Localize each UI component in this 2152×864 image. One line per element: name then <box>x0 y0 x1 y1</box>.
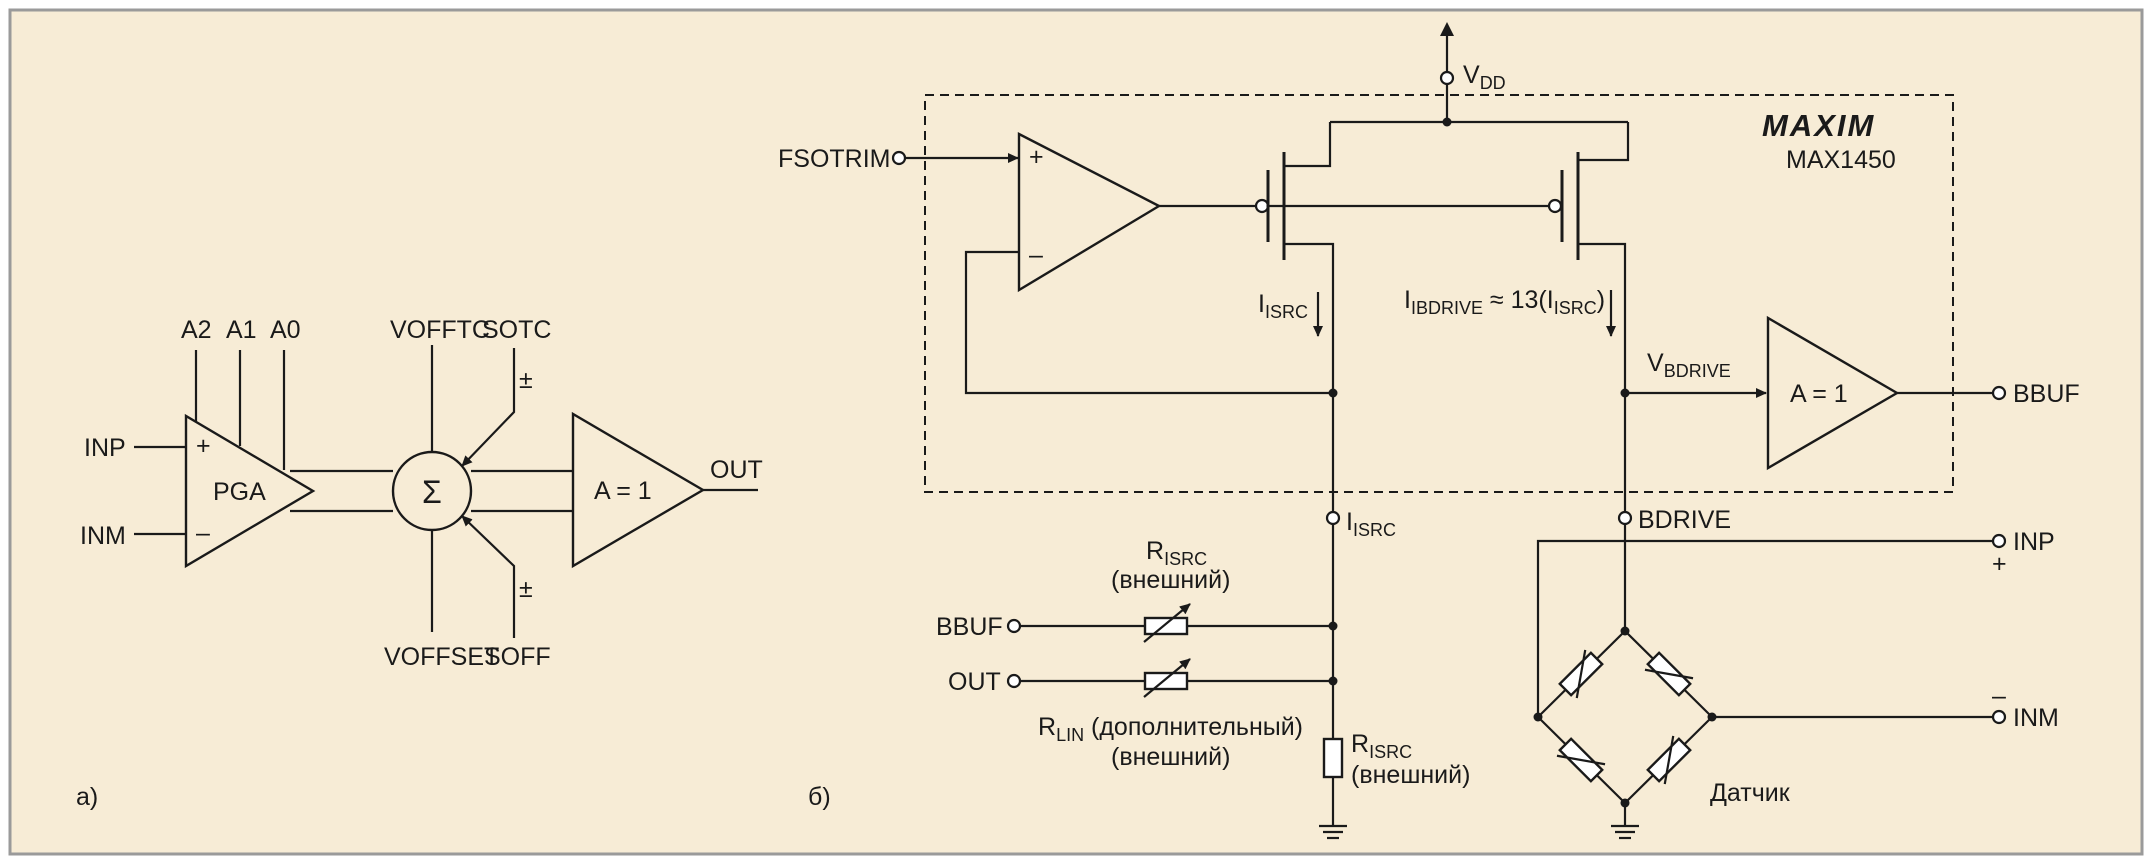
pga-label: PGA <box>213 478 266 506</box>
pmos2-drain <box>1578 242 1627 393</box>
sotc-pm-sign: ± <box>519 366 533 394</box>
bbuf-in-node <box>1328 621 1338 631</box>
bbuf-out-terminal <box>1991 385 2007 401</box>
rlin-trim-arrow <box>1143 658 1191 698</box>
voffset-label: VOFFSET <box>384 643 499 671</box>
a1-label: A1 <box>226 316 257 344</box>
panel-b: MAXIM MAX1450 VDD FSOTRIM + – <box>778 22 2080 840</box>
vdd-label: VDD <box>1463 61 1506 93</box>
rlin-resistor <box>1143 671 1189 691</box>
rbot-note: (внешний) <box>1351 761 1470 789</box>
risrc-resistor-top <box>1143 616 1189 636</box>
maxim-logo: MAXIM <box>1762 108 1875 143</box>
isrc-pin-terminal <box>1325 510 1341 526</box>
sotc-arrow <box>461 348 516 467</box>
opamp-triangle <box>1017 132 1162 293</box>
pga-plus-sign: + <box>196 432 211 460</box>
vdd-arrow <box>1440 22 1454 36</box>
bbuf-in-terminal <box>1006 618 1022 634</box>
buffer-triangle-b <box>1766 315 1900 471</box>
sotc-label: SOTC <box>482 316 551 344</box>
out-in-label: OUT <box>948 668 1001 696</box>
rlin-label: RLIN (дополнительный) <box>1038 713 1303 745</box>
bdrive-pin-terminal <box>1617 510 1633 526</box>
rtop-note: (внешний) <box>1111 566 1230 594</box>
vofftc-label: VOFFTC <box>390 316 490 344</box>
rtop-label: RISRC <box>1146 537 1207 569</box>
out-label-a: OUT <box>710 456 763 484</box>
a2-label: A2 <box>181 316 212 344</box>
ground-symbol-left <box>1319 824 1347 840</box>
sensor-bridge <box>1533 626 1717 808</box>
isrc-current-label: IISRC <box>1258 290 1308 322</box>
soff-arrow <box>461 515 516 638</box>
caption-b: б) <box>808 783 831 811</box>
caption-a: а) <box>76 783 98 811</box>
inm-label: INM <box>80 522 126 550</box>
panel-a: PGA + – INP INM A2 A1 A0 Σ VOFFTC SOTC V… <box>76 316 763 811</box>
background-panel <box>10 10 2142 854</box>
pmos2-source <box>1578 122 1630 162</box>
ic-boundary <box>924 94 1954 493</box>
vdd-terminal <box>1439 70 1455 86</box>
inp-label: INP <box>2013 528 2055 556</box>
risrc-top-trim-arrow <box>1143 603 1191 643</box>
vbdrive-label: VBDRIVE <box>1647 349 1731 381</box>
inp-label: INP <box>84 434 126 462</box>
bbuf-out-label: BBUF <box>2013 380 2080 408</box>
a0-label: A0 <box>270 316 301 344</box>
pga-triangle <box>184 413 316 569</box>
out-in-terminal <box>1006 673 1022 689</box>
buffer-triangle-a <box>571 411 706 569</box>
feedback-wire <box>964 250 1333 395</box>
sensor-label: Датчик <box>1710 779 1791 807</box>
rbot-label: RISRC <box>1351 730 1412 762</box>
inm-sign: – <box>1992 682 2006 710</box>
rlin-note: (внешний) <box>1111 743 1230 771</box>
outer-frame <box>8 8 2144 856</box>
inm-terminal <box>1991 709 2007 725</box>
sum-symbol: Σ <box>422 474 442 510</box>
buffer-a-label: A = 1 <box>594 477 652 505</box>
inp-sign: + <box>1992 550 2007 578</box>
bdrive-pin-label: BDRIVE <box>1638 506 1731 534</box>
inp-wire <box>1536 539 1993 717</box>
fsotrim-terminal <box>891 150 907 166</box>
pmos1-gate-bubble <box>1254 198 1270 214</box>
soff-pm-sign: ± <box>519 575 533 603</box>
bbuf-in-label: BBUF <box>936 613 1003 641</box>
out-in-node <box>1328 676 1338 686</box>
opamp-minus-sign: – <box>1029 241 1043 269</box>
pmos1-source <box>1284 122 1332 168</box>
isrc-pin-label: IISRC <box>1346 508 1396 540</box>
vdd-node <box>1442 117 1452 127</box>
pmos1-drain <box>1284 242 1335 393</box>
pmos2-gate-bubble <box>1547 198 1563 214</box>
buffer-b-label: A = 1 <box>1790 380 1848 408</box>
ibdrive-current-label: IIBDRIVE ≈ 13(IISRC) <box>1404 286 1605 318</box>
soff-label: SOFF <box>484 643 551 671</box>
ground-symbol-right <box>1611 824 1639 840</box>
inm-label: INM <box>2013 704 2059 732</box>
risrc-resistor-bottom <box>1322 737 1344 779</box>
pga-minus-sign: – <box>196 519 210 547</box>
fsotrim-label: FSOTRIM <box>778 145 891 173</box>
inp-terminal <box>1991 533 2007 549</box>
opamp-plus-sign: + <box>1029 143 1044 171</box>
part-number: MAX1450 <box>1786 146 1896 174</box>
